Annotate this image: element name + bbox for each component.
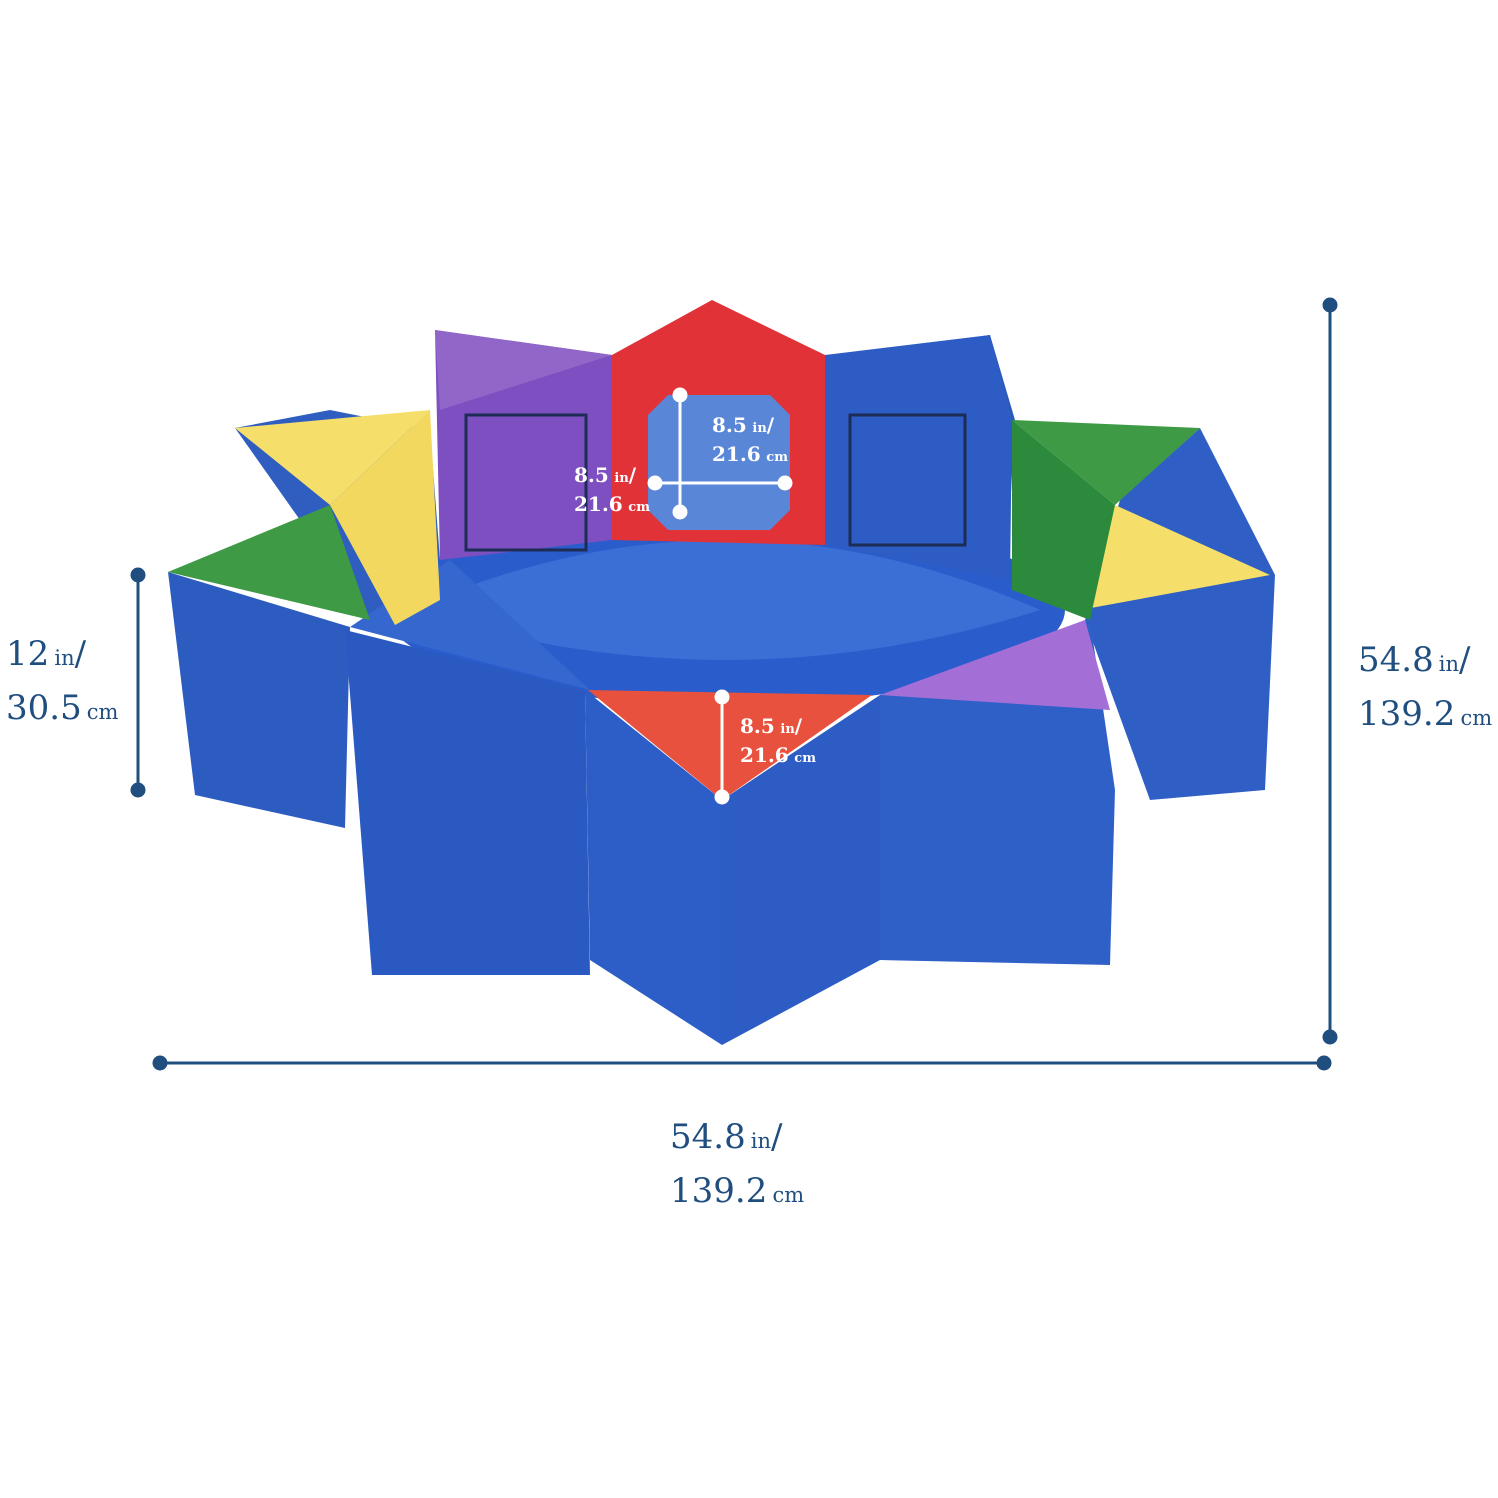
red-triangle-top <box>588 690 872 800</box>
green-triangle-right <box>1012 420 1200 505</box>
window-height-label: 8.5 in/ 21.6 cm <box>712 415 788 473</box>
window-height-slash: / <box>766 413 775 437</box>
window-height-value-cm: 21.6 <box>712 442 761 466</box>
triangle-side-unit-cm: cm <box>794 751 816 766</box>
triangle-side-value-cm: 21.6 <box>740 743 789 767</box>
triangle-side-slash: / <box>794 714 803 738</box>
width-slash: / <box>771 1117 783 1157</box>
depth-unit-cm: cm <box>1460 706 1493 730</box>
green-triangle-left <box>168 505 370 620</box>
window-height-unit-cm: cm <box>766 450 788 465</box>
yellow-triangle-left <box>235 410 430 505</box>
depth-slash: / <box>1459 640 1471 680</box>
star-play-pen <box>168 300 1275 1045</box>
depth-label: 54.8 in/ 139.2 cm <box>1358 643 1492 751</box>
depth-value: 54.8 <box>1358 640 1434 680</box>
window-width-unit-cm: cm <box>628 500 650 515</box>
window-width-unit-in: in <box>614 471 629 486</box>
window <box>648 395 790 530</box>
window-width-label: 8.5 in/ 21.6 cm <box>574 465 650 523</box>
height-slash: / <box>74 634 87 674</box>
triangle-side-value: 8.5 <box>740 714 775 738</box>
depth-unit-in: in <box>1438 652 1460 676</box>
window-height-value: 8.5 <box>712 413 747 437</box>
dimension-lines <box>130 297 1338 1071</box>
window-height-unit-in: in <box>752 421 767 436</box>
height-unit-cm: cm <box>86 700 119 724</box>
height-label: 12 in/ 30.5 cm <box>6 637 118 745</box>
window-width-value: 8.5 <box>574 463 609 487</box>
width-unit-in: in <box>750 1129 772 1153</box>
width-value-cm: 139.2 <box>670 1171 768 1211</box>
depth-value-cm: 139.2 <box>1358 694 1456 734</box>
width-label: 54.8 in/ 139.2 cm <box>670 1120 804 1228</box>
purple-triangle-top <box>880 620 1110 710</box>
height-unit-in: in <box>54 646 75 670</box>
yellow-triangle-right <box>1080 505 1270 610</box>
inner-measure-lines <box>647 387 793 805</box>
window-width-value-cm: 21.6 <box>574 492 623 516</box>
triangle-side-unit-in: in <box>780 722 795 737</box>
height-value: 12 <box>6 634 50 674</box>
width-value: 54.8 <box>670 1117 746 1157</box>
window-width-slash: / <box>628 463 637 487</box>
height-value-cm: 30.5 <box>6 688 82 728</box>
triangle-side-label: 8.5 in/ 21.6 cm <box>740 716 816 774</box>
width-unit-cm: cm <box>772 1183 805 1207</box>
